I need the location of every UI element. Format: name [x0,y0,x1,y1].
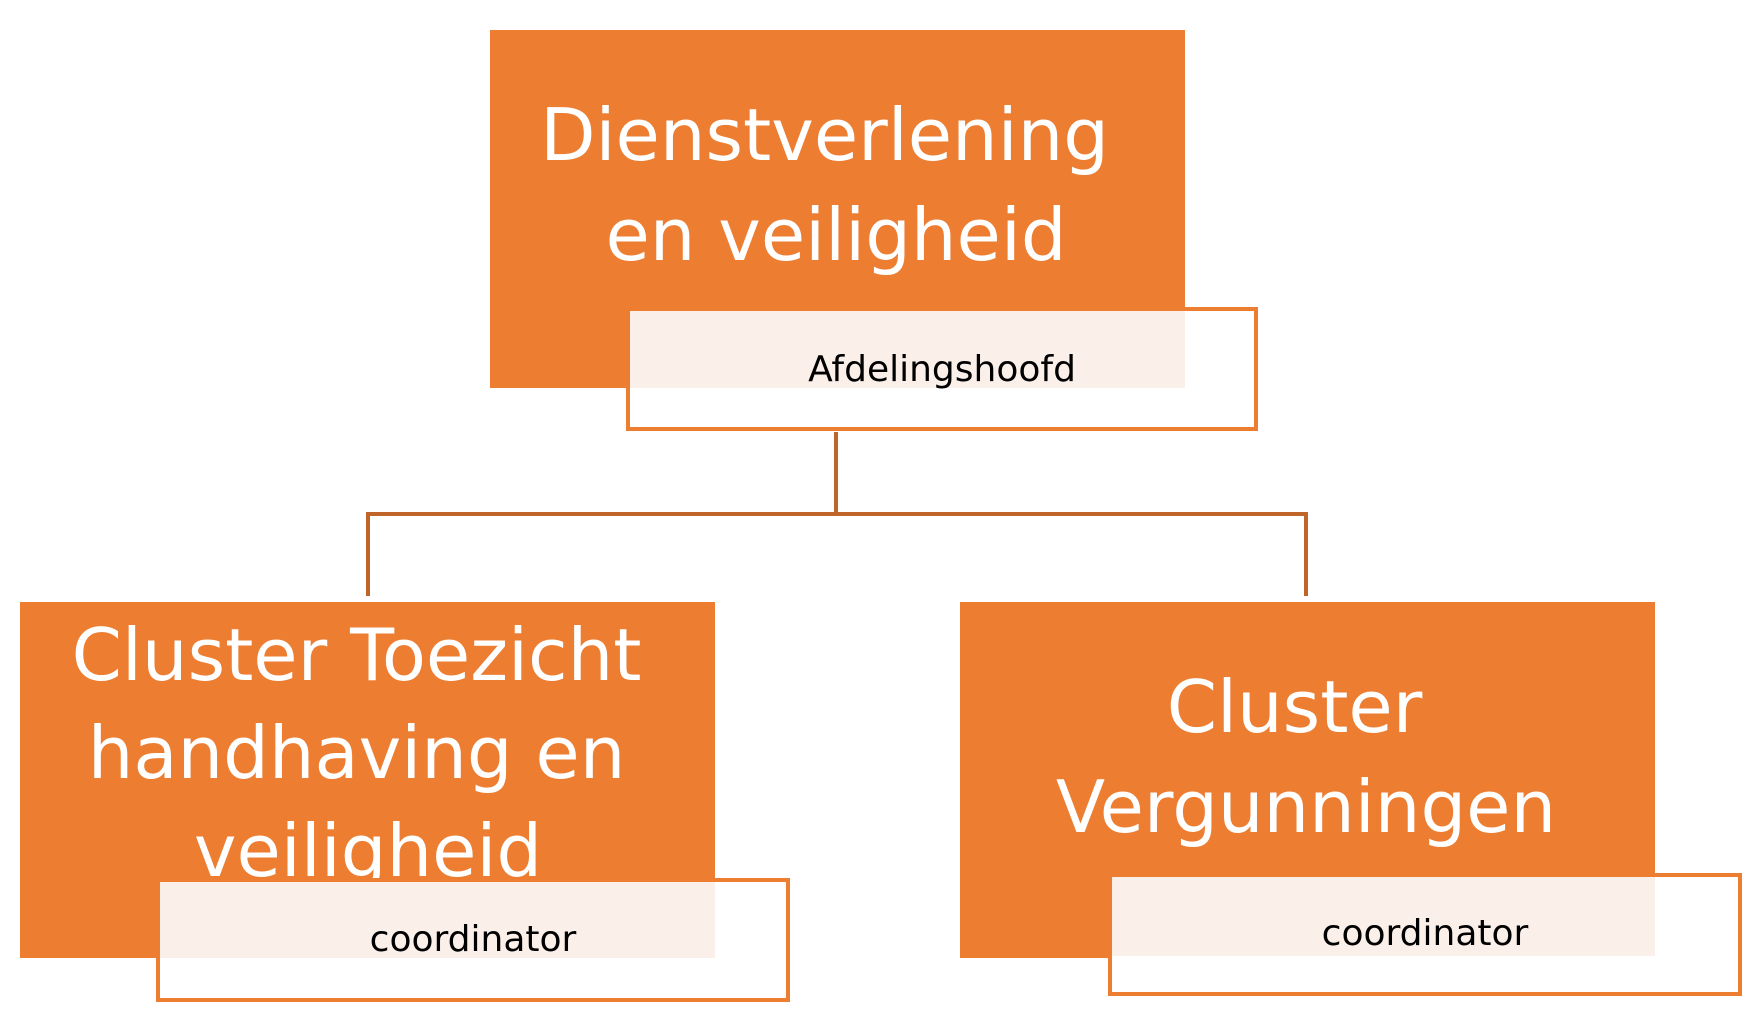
node-right-title: Cluster Vergunningen [1056,665,1556,849]
node-top-role: Afdelingshoofd [808,349,1076,390]
node-right[interactable]: Cluster Vergunningen coordinator [960,602,1742,996]
node-top-title-line-2: en veiligheid [605,193,1066,277]
node-top-title: Dienstverlening en veiligheid [540,93,1132,277]
node-right-role-overlay [1112,877,1655,956]
node-left-title-line-1: Cluster Toezicht [72,613,642,697]
connector-lines [366,432,1308,596]
node-top-title-line-1: Dienstverlening [540,93,1109,177]
node-left[interactable]: Cluster Toezicht handhaving en veilighei… [20,602,790,1002]
node-left-role-overlay [160,882,715,958]
node-right-title-line-1: Cluster [1167,665,1423,749]
node-left-title-line-2: handhaving en [88,711,626,795]
node-left-role: coordinator [370,919,577,960]
node-right-role: coordinator [1322,913,1529,954]
node-top-role-overlay [630,311,1185,388]
node-right-title-line-2: Vergunningen [1056,765,1556,849]
node-top[interactable]: Dienstverlening en veiligheid Afdelingsh… [490,30,1258,431]
